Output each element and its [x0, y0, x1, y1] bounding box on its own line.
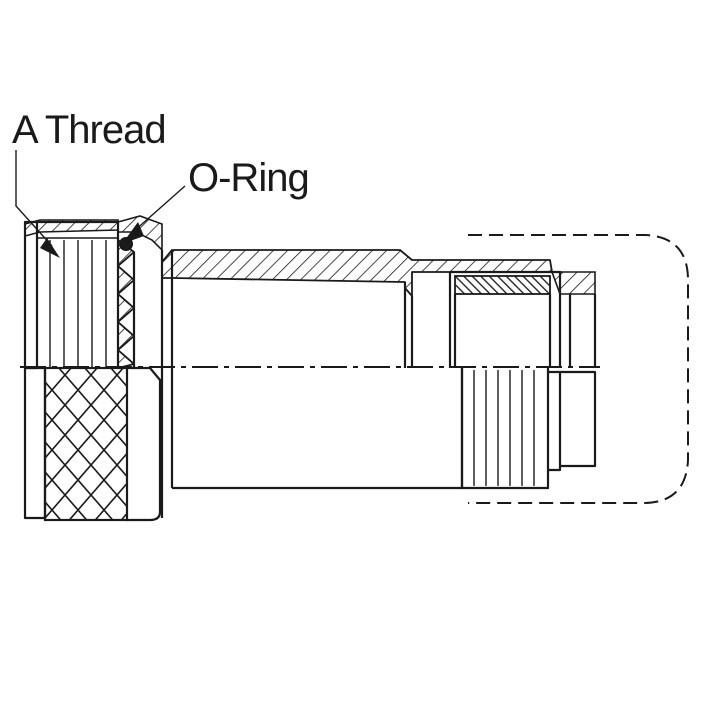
- shell-body-outside: [172, 368, 464, 490]
- shell-body-section: [160, 249, 553, 518]
- insert-ribbed-outside: [460, 368, 597, 490]
- insert-section: [448, 270, 597, 368]
- o-ring-seal: [119, 237, 133, 251]
- a-thread-label: A Thread: [12, 108, 167, 152]
- o-ring-label: O-Ring: [188, 156, 310, 200]
- mating-part-outline: [468, 234, 689, 504]
- coupling-nut-section: [23, 215, 163, 370]
- coupling-nut-knurled: [23, 366, 162, 522]
